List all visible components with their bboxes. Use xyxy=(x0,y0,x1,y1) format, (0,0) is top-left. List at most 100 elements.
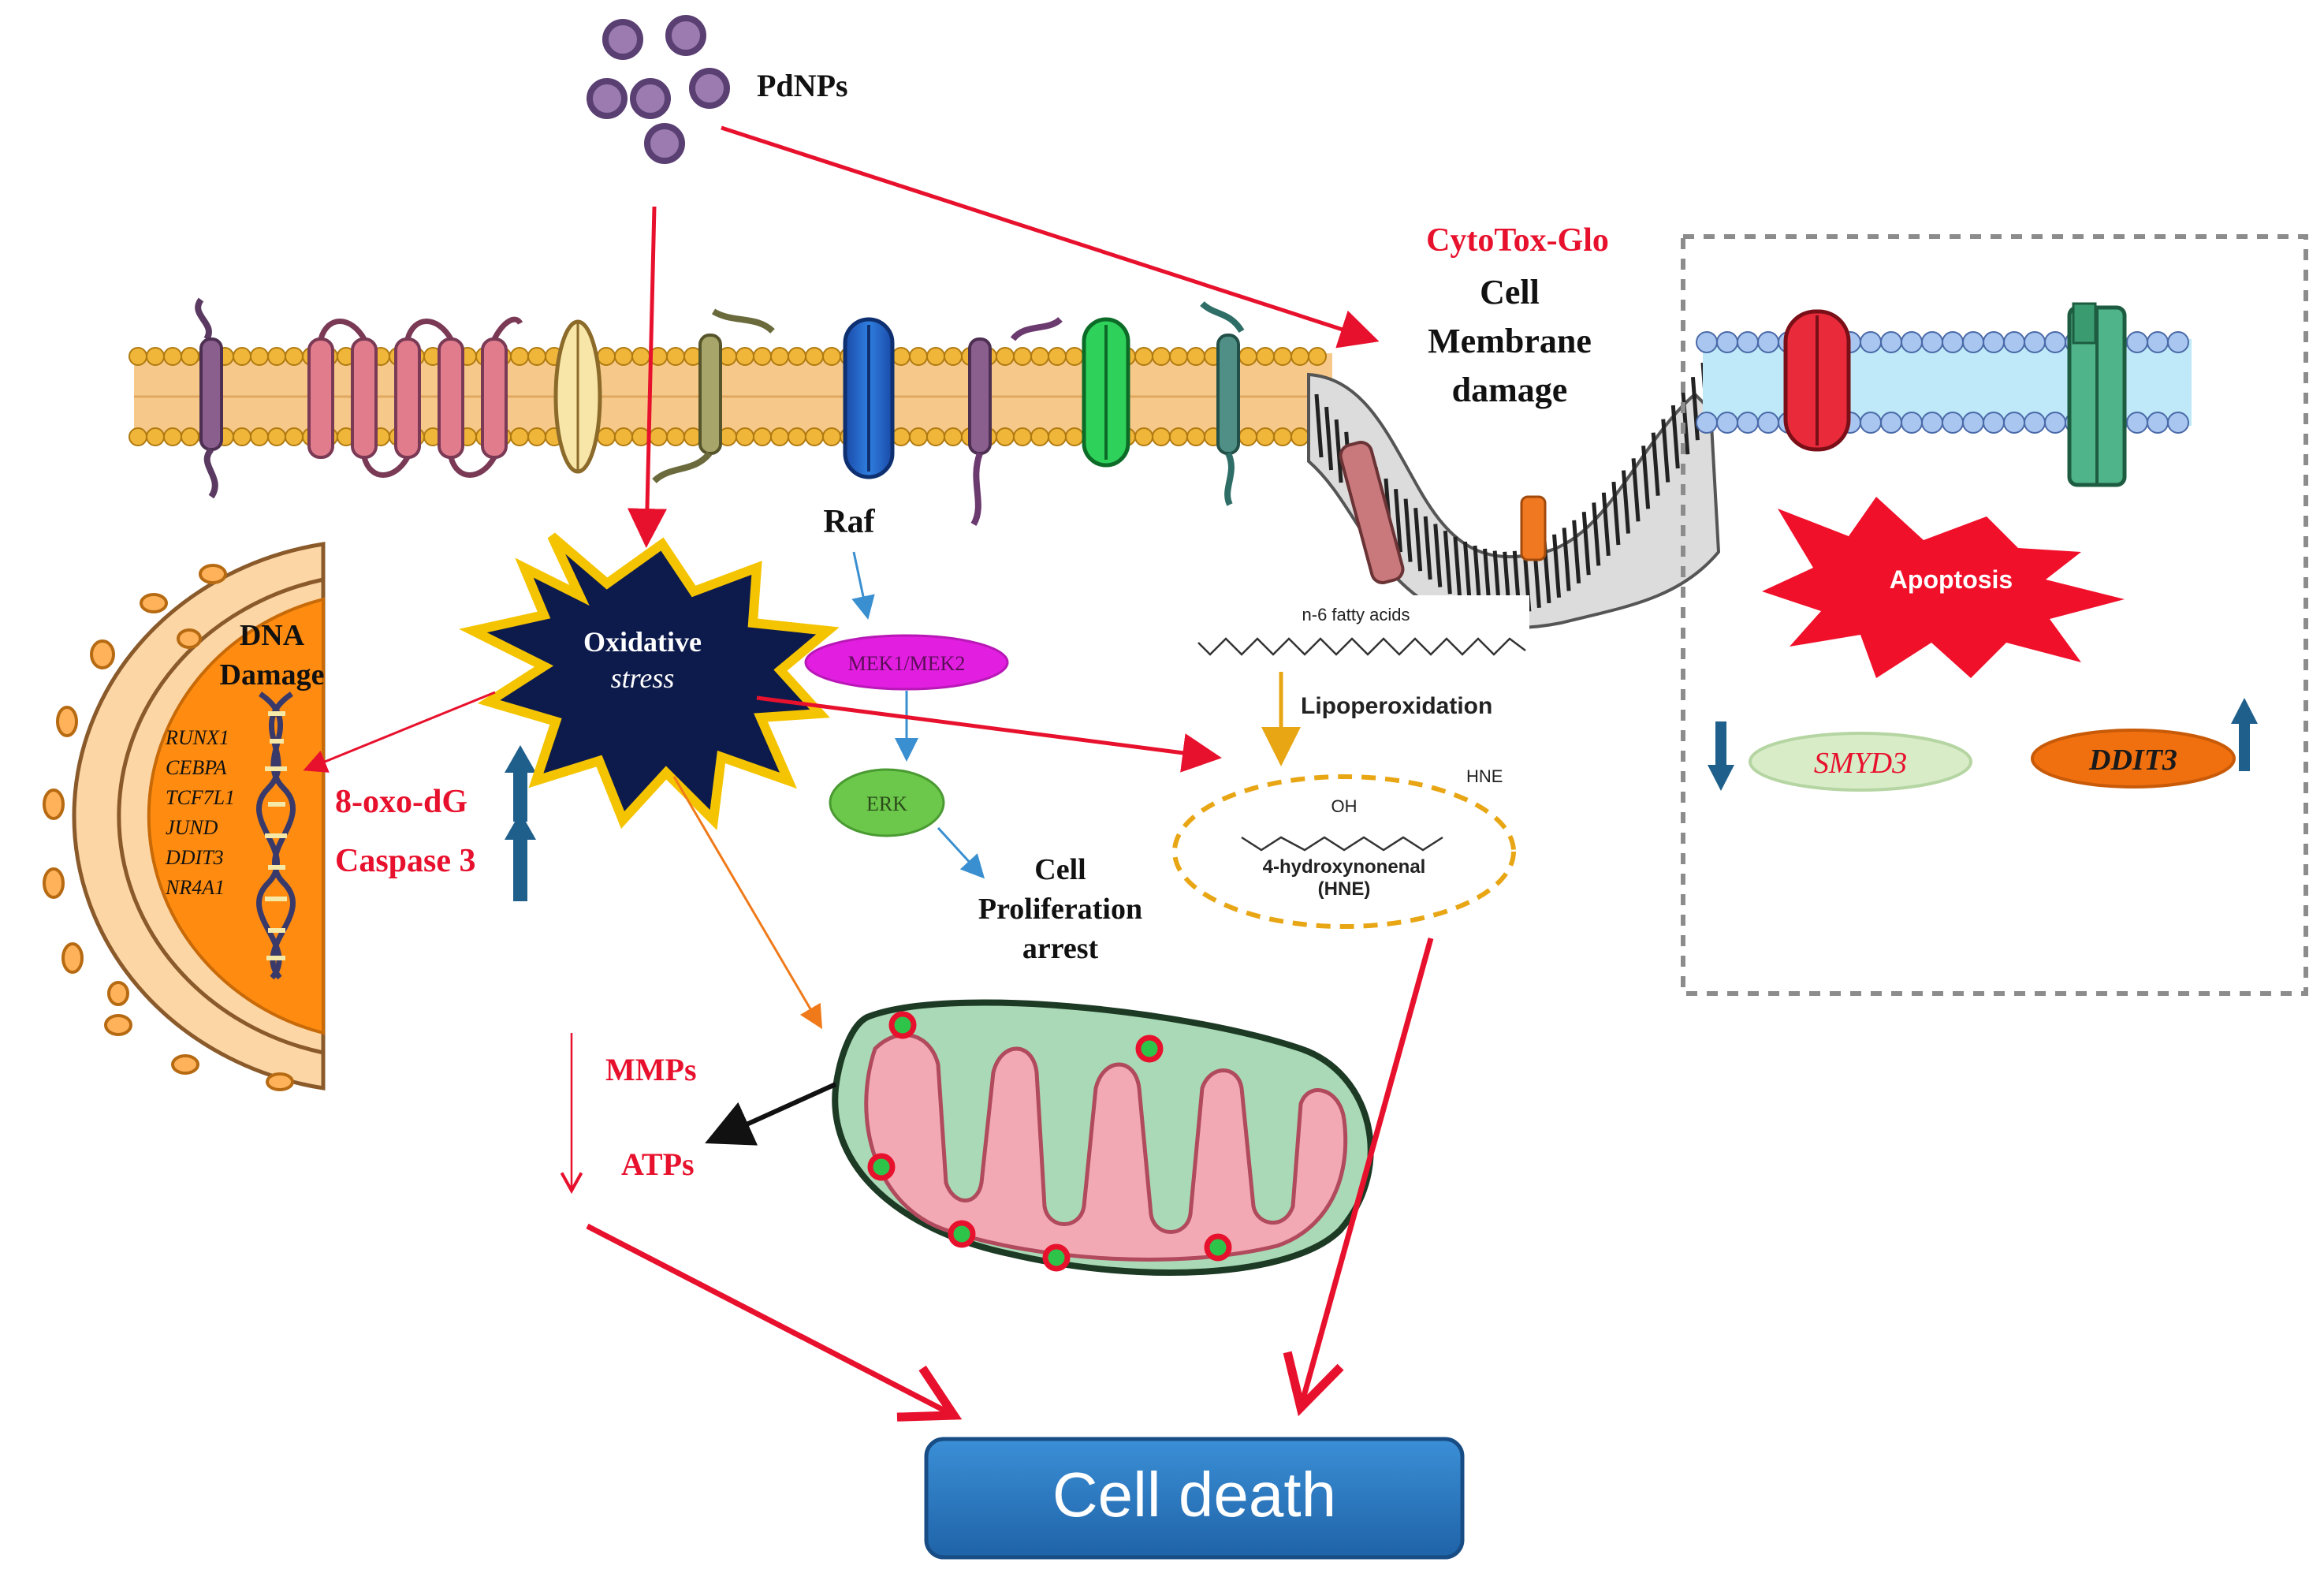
lipid-tail xyxy=(1661,419,1670,483)
helix-protein-icon xyxy=(1200,300,1245,506)
helix-protein-icon xyxy=(968,316,1063,527)
lipid-tail xyxy=(1670,405,1680,469)
lipid-tail xyxy=(1413,508,1423,572)
mmps-label: MMPs xyxy=(605,1052,697,1087)
green-channel-icon xyxy=(1082,317,1130,468)
stress-to-mitochondria-arrow xyxy=(672,776,823,1030)
lipid-head xyxy=(1962,331,1984,353)
lipid-head xyxy=(1696,331,1718,353)
lipid-head xyxy=(1983,412,2005,434)
helix-protein-icon xyxy=(195,297,223,499)
lipid-head xyxy=(267,347,286,366)
lipid-head xyxy=(233,347,251,366)
lipid-tail xyxy=(1601,492,1611,556)
helix-protein-icon xyxy=(652,308,775,484)
oxidative-stress-burst xyxy=(459,532,840,830)
marker-8-oxo-dg-label: 8-oxo-dG xyxy=(335,784,467,820)
lipid-head xyxy=(1030,427,1049,446)
lipid-head xyxy=(805,347,824,366)
pdnps-label: PdNPs xyxy=(757,68,848,103)
lipid-head xyxy=(1901,331,1923,353)
lipid-head xyxy=(1013,427,1032,446)
lipid-head xyxy=(770,347,789,366)
lipid-head xyxy=(1152,427,1171,446)
lipid-head xyxy=(1256,427,1275,446)
lipid-head xyxy=(163,427,182,446)
lipid-head xyxy=(1901,412,1923,434)
lipid-head xyxy=(1716,331,1738,353)
lipid-head xyxy=(1238,427,1257,446)
lipid-head xyxy=(1065,427,1084,446)
erk-oval xyxy=(829,768,945,837)
lipid-head xyxy=(2003,412,2025,434)
lipid-head xyxy=(996,427,1015,446)
erk-label: ERK xyxy=(866,792,907,815)
lipid-head xyxy=(1030,347,1049,366)
mitochondrial-marker-icons xyxy=(867,1011,1232,1272)
pdnp-particles xyxy=(587,15,730,164)
lipid-tail xyxy=(1611,481,1621,546)
lipid-head xyxy=(2024,331,2046,353)
damaged-membrane xyxy=(1307,362,1721,630)
raf-to-mek-arrow xyxy=(851,551,875,620)
apoptosis-burst xyxy=(1762,497,2125,678)
lipid-head xyxy=(822,347,841,366)
stress-to-hne-arrow xyxy=(756,695,1222,773)
gene-list-item: CEBPA xyxy=(166,756,227,779)
lipid-tail xyxy=(1592,502,1601,566)
lipid-tail xyxy=(1334,419,1343,483)
lipid-head xyxy=(1942,412,1964,434)
lipid-head xyxy=(250,427,269,446)
lipid-head xyxy=(1942,331,1964,353)
pdnp-particle xyxy=(630,78,671,119)
lipid-head xyxy=(614,427,633,446)
lipid-head xyxy=(736,427,754,446)
lipid-head xyxy=(788,347,806,366)
lipid-head xyxy=(2147,331,2169,353)
lipid-head xyxy=(805,427,824,446)
lipid-head xyxy=(2126,412,2148,434)
lipid-head xyxy=(649,427,668,446)
lipid-head xyxy=(267,427,286,446)
lipid-tail xyxy=(1433,524,1443,587)
lipid-head xyxy=(1880,412,1902,434)
lipid-head xyxy=(926,427,945,446)
lipid-head xyxy=(1962,412,1984,434)
cell-death-label: Cell death xyxy=(1052,1460,1336,1530)
lipid-head xyxy=(1186,427,1205,446)
gene-list-item: DDIT3 xyxy=(165,846,224,869)
lipid-head xyxy=(1273,347,1292,366)
lipid-head xyxy=(1290,347,1309,366)
lipid-head xyxy=(1860,412,1882,434)
lipid-head xyxy=(1921,412,1943,434)
membrane-proteins xyxy=(195,297,1245,527)
lipid-tail xyxy=(1572,520,1581,584)
hne-to-death-arrow xyxy=(1283,938,1434,1417)
lipid-tail xyxy=(1621,470,1630,534)
lipid-head xyxy=(1757,412,1779,434)
lipid-head xyxy=(666,427,685,446)
lipid-head xyxy=(1186,347,1205,366)
lipid-head xyxy=(1152,347,1171,366)
lipid-head xyxy=(146,347,165,366)
lipid-head xyxy=(753,427,772,446)
proliferation-arrest-3: arrest xyxy=(1022,932,1099,965)
lipid-head xyxy=(1308,347,1327,366)
lipid-tail xyxy=(1443,531,1452,595)
lipid-head xyxy=(510,347,529,366)
lipid-head xyxy=(128,347,147,366)
lipid-head xyxy=(1134,427,1153,446)
damaged-channel-icon xyxy=(1339,441,1405,584)
lipid-head xyxy=(527,427,546,446)
up-arrow-icon xyxy=(2231,698,2258,771)
lipid-head xyxy=(1048,347,1067,366)
dna-damage-title-1: DNA xyxy=(240,619,305,652)
lipid-head xyxy=(233,427,251,446)
fatty-acid-structure xyxy=(1197,637,1526,656)
lipid-tail xyxy=(1690,376,1700,441)
lipid-tail xyxy=(1324,406,1334,471)
ddit3-oval xyxy=(2031,729,2236,788)
lipid-tail xyxy=(1631,458,1641,522)
pdnp-particle xyxy=(689,68,730,109)
